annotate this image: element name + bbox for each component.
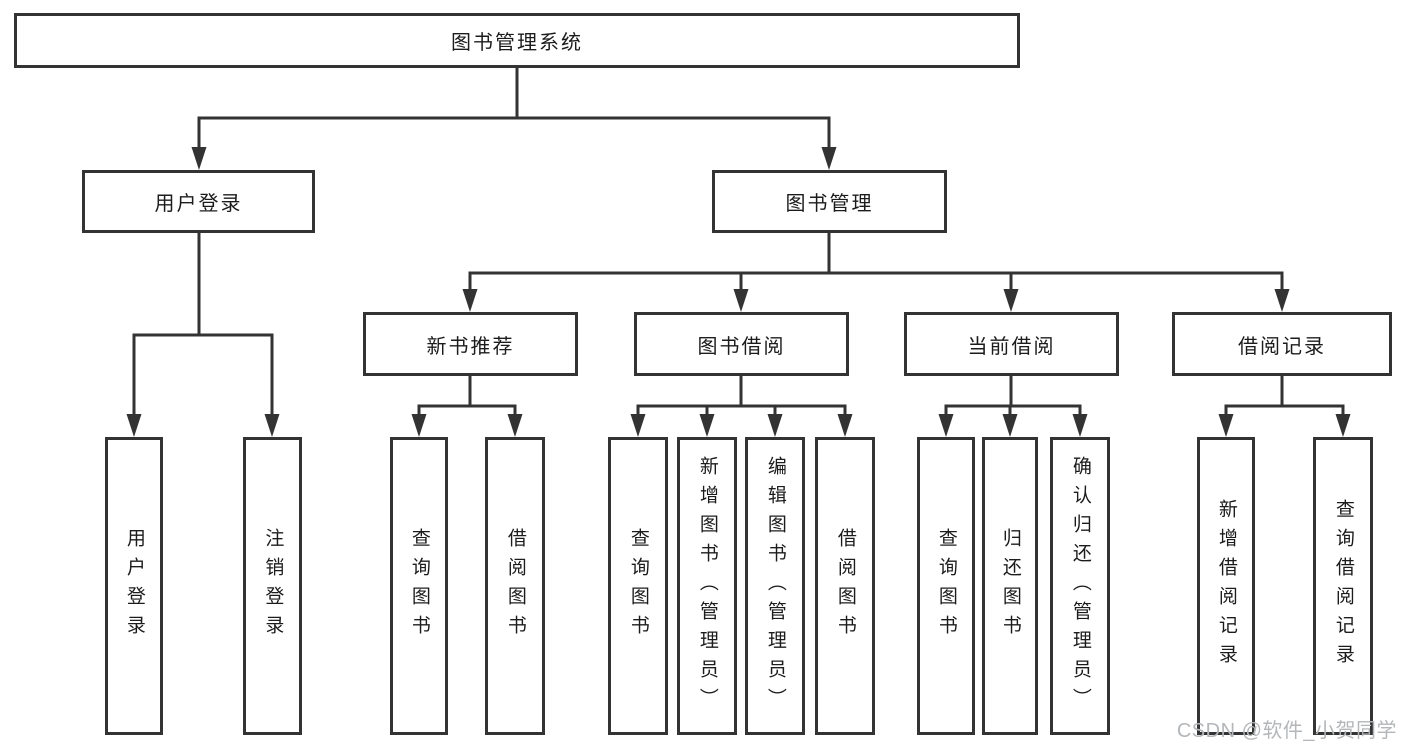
node-book-management: 图书管理 xyxy=(712,170,947,233)
arrowhead xyxy=(191,147,207,170)
leaf-query-books-current: 查询图书 xyxy=(917,437,975,735)
leaf-label: 确认归还（管理员） xyxy=(1069,455,1091,717)
leaf-label: 用户登录 xyxy=(123,528,145,644)
leaf-query-books-recommend: 查询图书 xyxy=(390,437,448,735)
leaf-label: 编辑图书（管理员） xyxy=(764,455,786,717)
node-library-management-system: 图书管理系统 xyxy=(14,13,1020,68)
leaf-add-book-admin: 新增图书（管理员） xyxy=(677,437,737,735)
arrowhead xyxy=(699,414,715,437)
leaf-label: 借阅图书 xyxy=(504,528,526,644)
arrowhead xyxy=(126,414,142,437)
leaf-borrow-books-recommend: 借阅图书 xyxy=(485,437,545,735)
connector-user-login-branch xyxy=(132,231,274,419)
leaf-label: 归还图书 xyxy=(999,528,1021,644)
arrowhead xyxy=(837,414,853,437)
leaf-label: 新增借阅记录 xyxy=(1215,499,1237,673)
node-user-login: 用户登录 xyxy=(82,170,315,233)
arrowhead xyxy=(938,414,954,437)
arrowhead xyxy=(1335,414,1351,437)
node-current-borrow: 当前借阅 xyxy=(904,312,1119,376)
leaf-label: 注销登录 xyxy=(262,528,284,644)
arrowhead xyxy=(1274,289,1290,312)
leaf-label: 新增图书（管理员） xyxy=(696,455,718,717)
connector-root xyxy=(197,66,831,152)
connector-current-borrow-branch xyxy=(944,374,1082,419)
arrowhead xyxy=(821,147,837,170)
node-book-borrow: 图书借阅 xyxy=(634,312,849,376)
arrowhead xyxy=(1218,414,1234,437)
leaf-label: 查询图书 xyxy=(408,528,430,644)
arrowhead xyxy=(767,414,783,437)
leaf-borrow-books: 借阅图书 xyxy=(815,437,875,735)
arrowhead xyxy=(507,414,523,437)
leaf-edit-book-admin: 编辑图书（管理员） xyxy=(745,437,805,735)
arrowhead xyxy=(630,414,646,437)
arrowhead xyxy=(1072,414,1088,437)
leaf-label: 查询借阅记录 xyxy=(1332,499,1354,673)
leaf-label: 查询图书 xyxy=(935,528,957,644)
arrowhead xyxy=(462,289,478,312)
leaf-label: 借阅图书 xyxy=(834,528,856,644)
connector-new-book-branch xyxy=(417,374,517,419)
leaf-confirm-return-admin: 确认归还（管理员） xyxy=(1050,437,1110,735)
connector-book-borrow-branch xyxy=(636,374,847,419)
arrowhead xyxy=(733,289,749,312)
node-new-book-recommend: 新书推荐 xyxy=(363,312,578,376)
leaf-add-borrow-record: 新增借阅记录 xyxy=(1197,437,1255,735)
connector-borrow-records-branch xyxy=(1224,374,1345,419)
leaf-user-login: 用户登录 xyxy=(105,437,163,735)
leaf-query-borrow-record: 查询借阅记录 xyxy=(1313,437,1373,735)
arrowhead xyxy=(264,414,280,437)
node-borrow-records: 借阅记录 xyxy=(1172,312,1392,376)
leaf-return-books: 归还图书 xyxy=(982,437,1038,735)
arrowhead xyxy=(411,414,427,437)
arrowhead xyxy=(1002,414,1018,437)
arrowhead xyxy=(1003,289,1019,312)
connector-book-management-branch xyxy=(468,231,1284,294)
leaf-query-books-borrow: 查询图书 xyxy=(608,437,668,735)
leaf-logout: 注销登录 xyxy=(243,437,302,735)
csdn-watermark: CSDN @软件_小贺同学 xyxy=(1176,720,1397,742)
leaf-label: 查询图书 xyxy=(627,528,649,644)
